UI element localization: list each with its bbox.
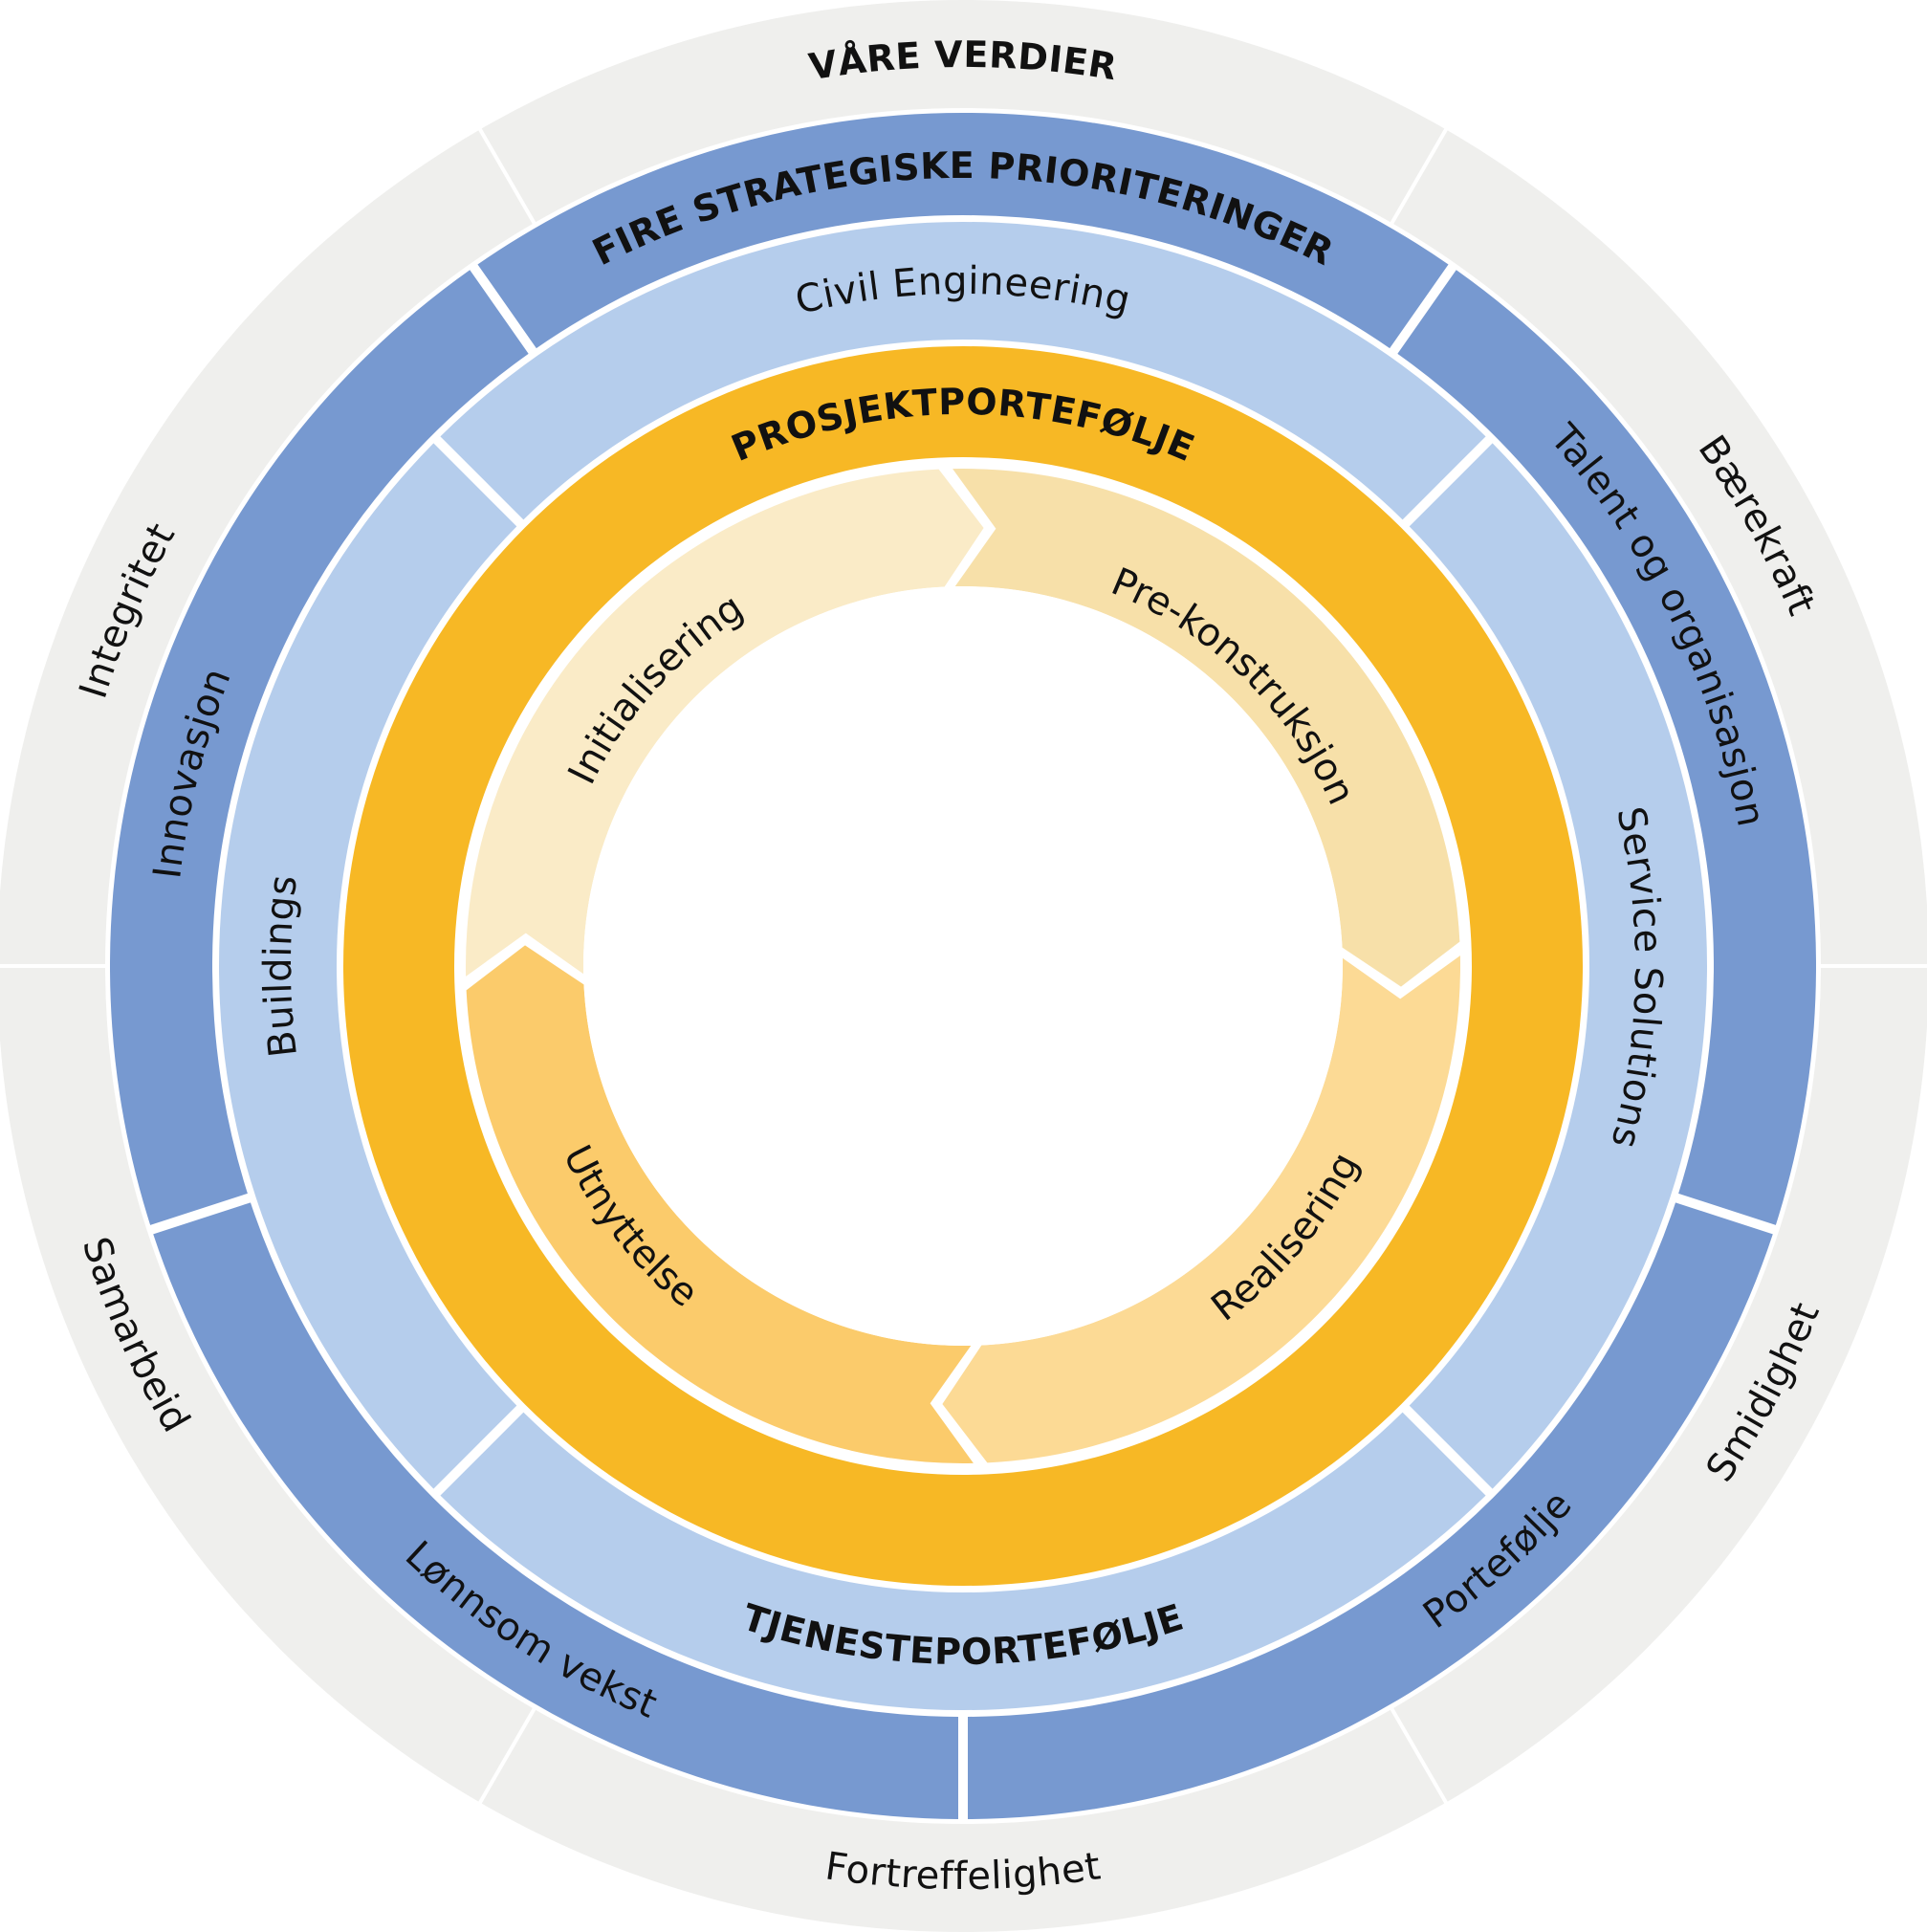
cycle-arrow-utnyttelse [466,945,974,1464]
cycle-arrow-realisering [942,955,1461,1463]
portfolio-segment-civil-engineering [440,222,1486,520]
project-cycle-ring [465,468,1461,1464]
priorities-segment-talent [1397,270,1816,1225]
values-segment-samarbeid [0,968,533,1802]
portfolio-segment-service-solutions [1409,443,1707,1489]
values-segment-integritet [0,130,533,964]
values-segment-top [481,0,1445,223]
cycle-arrow-prekonstruksjon [953,468,1460,987]
priorities-segment-lonnsom-vekst [153,1202,959,1819]
priorities-segment-innovasjon [110,270,529,1225]
portfolio-label: Buildings [256,872,306,1060]
center-circle [583,586,1343,1346]
priorities-segment-portefolje [968,1202,1773,1819]
portfolio-segment-tjenesteportefolje [440,1412,1486,1710]
cycle-arrow-initialisering [465,469,984,977]
values-segment-fortreffelighet [481,1709,1445,1932]
portfolio-ring [219,222,1707,1710]
portfolio-segment-buildings [219,443,517,1489]
values-segment-baerekraft [1393,130,1927,964]
priorities-ring [110,112,1816,1819]
priorities-segment-top [477,112,1449,349]
values-segment-smidighet [1393,968,1927,1802]
